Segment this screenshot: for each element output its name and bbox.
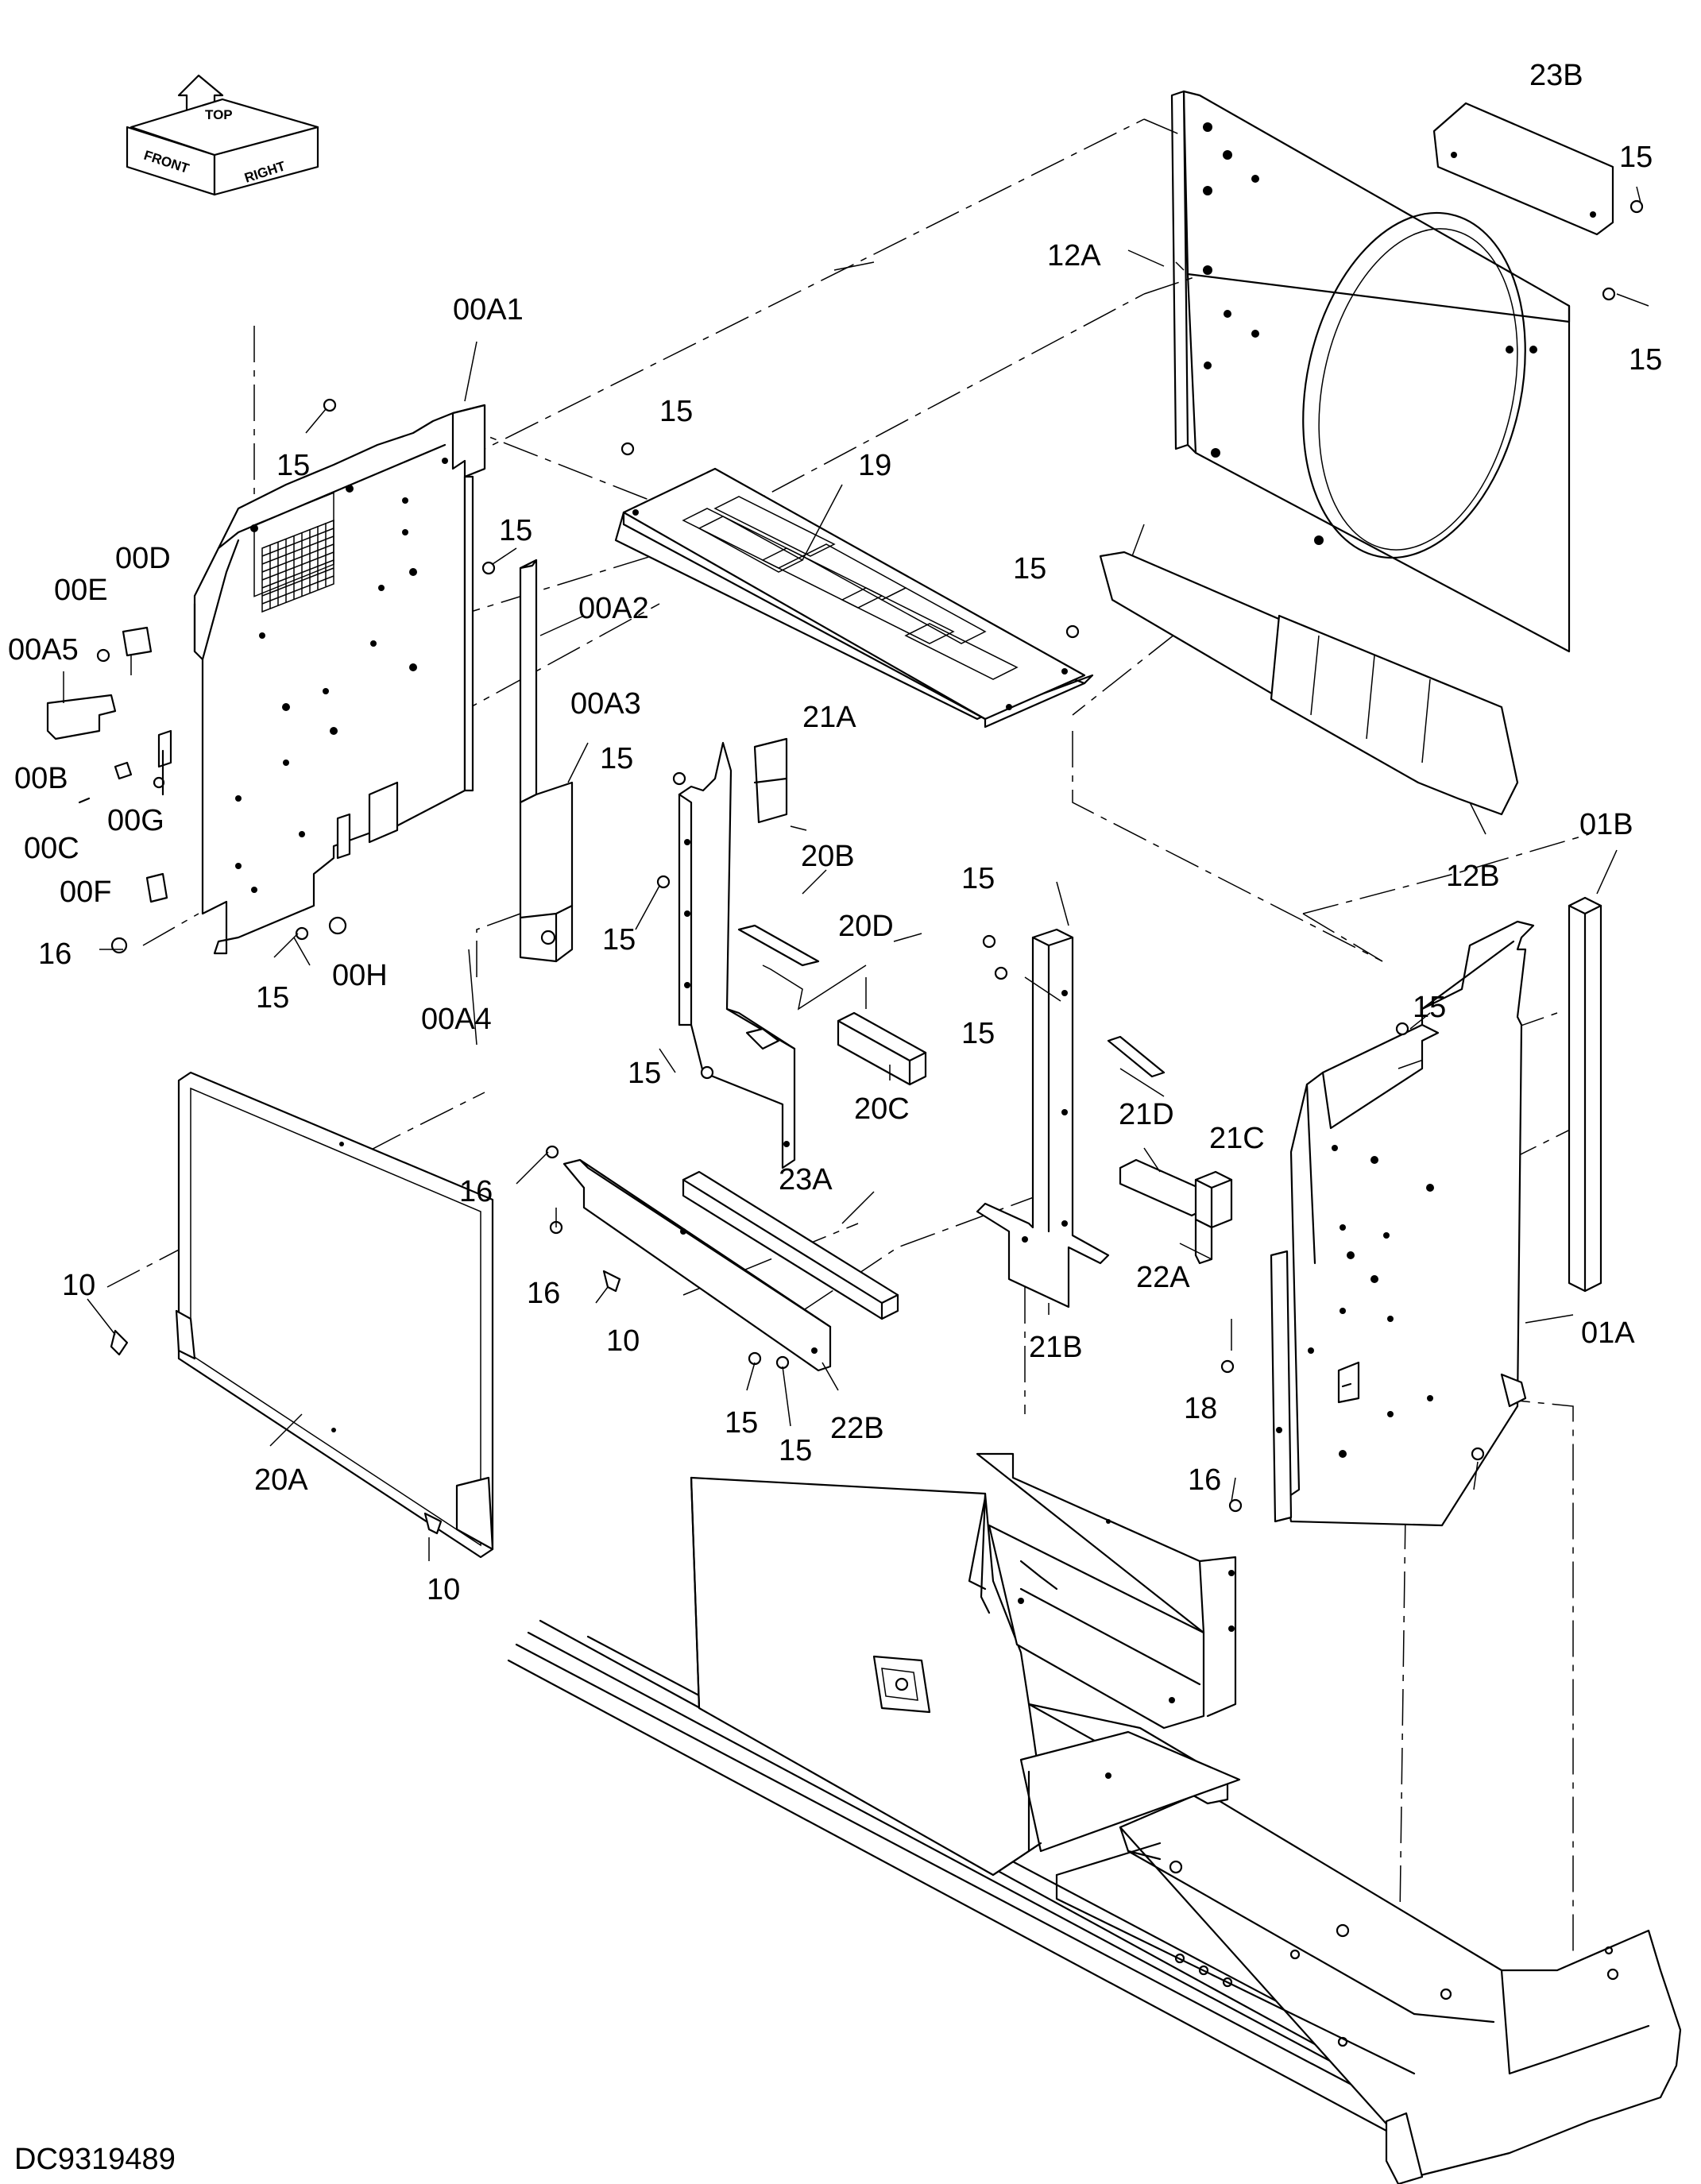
callout-22B: 23A (779, 1163, 833, 1196)
callout-00A4: 00A4 (421, 1003, 492, 1036)
part-21A-bracket (976, 928, 1110, 1308)
callout-20D: 21A (802, 701, 856, 734)
callout-00A3: 00A3 (570, 687, 641, 721)
callout-23A: 23B (1529, 59, 1583, 92)
panel-00A1-holes (235, 458, 448, 893)
callout-20A: 20B (801, 840, 855, 873)
callout-15-d: 15 (1013, 552, 1046, 586)
callout-15-f: 15 (1629, 343, 1662, 377)
panel-00A1-grille (261, 519, 334, 613)
fasteners (110, 199, 1644, 1535)
part-22A-plate (562, 1158, 832, 1372)
part-20A-bracket (678, 741, 796, 1169)
callout-16-c: 16 (527, 1277, 560, 1310)
part-18-top-grille (614, 467, 1094, 729)
callout-labels: 00A1 00A2 00A3 00A4 00A5 00B 00C 00D 00E… (8, 59, 1662, 1606)
callout-15-o: 15 (779, 1434, 812, 1467)
part-00A3-4-post (519, 781, 574, 963)
part-12A-holes (1203, 122, 1537, 545)
centre-cover (690, 1452, 1241, 1877)
part-12A-fan-shroud (1170, 90, 1571, 653)
base-frame (507, 1619, 1682, 2184)
panel-01A-holes (1276, 1145, 1434, 1458)
callout-10-left: 10 (62, 1269, 95, 1302)
callout-00D: 00D (115, 542, 171, 575)
callout-00G: 00G (107, 804, 164, 837)
part-00A2-post (519, 559, 538, 804)
callout-21C: 21D (1119, 1098, 1174, 1131)
part-21B-21D-seals (1119, 1158, 1233, 1265)
callout-15-h: 15 (602, 923, 636, 957)
callout-10-centre: 10 (606, 1324, 640, 1358)
callout-21B: 21C (1209, 1122, 1265, 1155)
base-frame-holes (1169, 1860, 1619, 2047)
part-20D-pad (753, 737, 788, 824)
callout-20B: 20C (854, 1092, 910, 1126)
callout-00E: 00E (54, 574, 108, 607)
callout-10-bottom: 10 (427, 1573, 460, 1606)
small-hardware-left (46, 626, 347, 954)
orient-top-label: TOP (205, 107, 233, 122)
callout-01B: 01B (1579, 808, 1633, 841)
callout-15-b: 15 (499, 514, 532, 547)
callout-00C: 00C (24, 832, 79, 865)
callout-19: 20A (254, 1463, 308, 1497)
callout-12A: 12A (1047, 239, 1101, 273)
callout-15-c: 15 (659, 395, 693, 428)
callout-16-d: 18 (1184, 1392, 1217, 1425)
leader-lines (63, 186, 1649, 1561)
callout-15-l: 15 (628, 1057, 661, 1090)
callout-20C: 20D (838, 910, 894, 943)
callout-15-e: 15 (1619, 141, 1653, 174)
callout-16-b: 16 (459, 1175, 493, 1208)
part-23A-plate (1432, 102, 1614, 236)
callout-15-m: 15 (256, 981, 289, 1015)
part-20B-block (837, 1011, 927, 1086)
part-19-screen (175, 1071, 494, 1559)
part-01B-post (1568, 896, 1602, 1293)
part-22B-strip (682, 1170, 899, 1320)
callout-15-a: 15 (276, 449, 310, 482)
callout-18: 19 (858, 449, 891, 482)
part-20C-strip (737, 924, 820, 967)
callout-15-k: 15 (1413, 991, 1446, 1024)
callout-15-g: 15 (600, 742, 633, 775)
callout-01A: 01A (1581, 1316, 1635, 1350)
callout-15-i: 15 (961, 862, 995, 895)
callout-12B: 12B (1446, 860, 1500, 893)
panel-00A1 (157, 404, 486, 955)
callout-00A5: 00A5 (8, 633, 79, 667)
callout-21A: 21B (1029, 1331, 1083, 1364)
callout-21D: 22A (1136, 1261, 1190, 1294)
orientation-icon: FRONT TOP RIGHT (126, 74, 319, 196)
part-12B-seal (1270, 614, 1519, 816)
callout-00A2: 00A2 (578, 592, 649, 625)
callout-22A: 22B (830, 1412, 884, 1445)
part-21C-strip (1107, 1035, 1166, 1078)
callout-00B: 00B (14, 762, 68, 795)
callout-15-n: 15 (725, 1406, 758, 1440)
callout-00F: 00F (60, 876, 111, 909)
callout-15-j: 15 (961, 1017, 995, 1050)
panel-01A (1270, 920, 1535, 1527)
callout-00A1: 00A1 (453, 293, 524, 327)
callout-16-a: 16 (38, 937, 72, 971)
callout-00H: 00H (332, 959, 388, 992)
drawing-id: DC9319489 (14, 2143, 176, 2176)
callout-15-p: 16 (1188, 1463, 1221, 1497)
